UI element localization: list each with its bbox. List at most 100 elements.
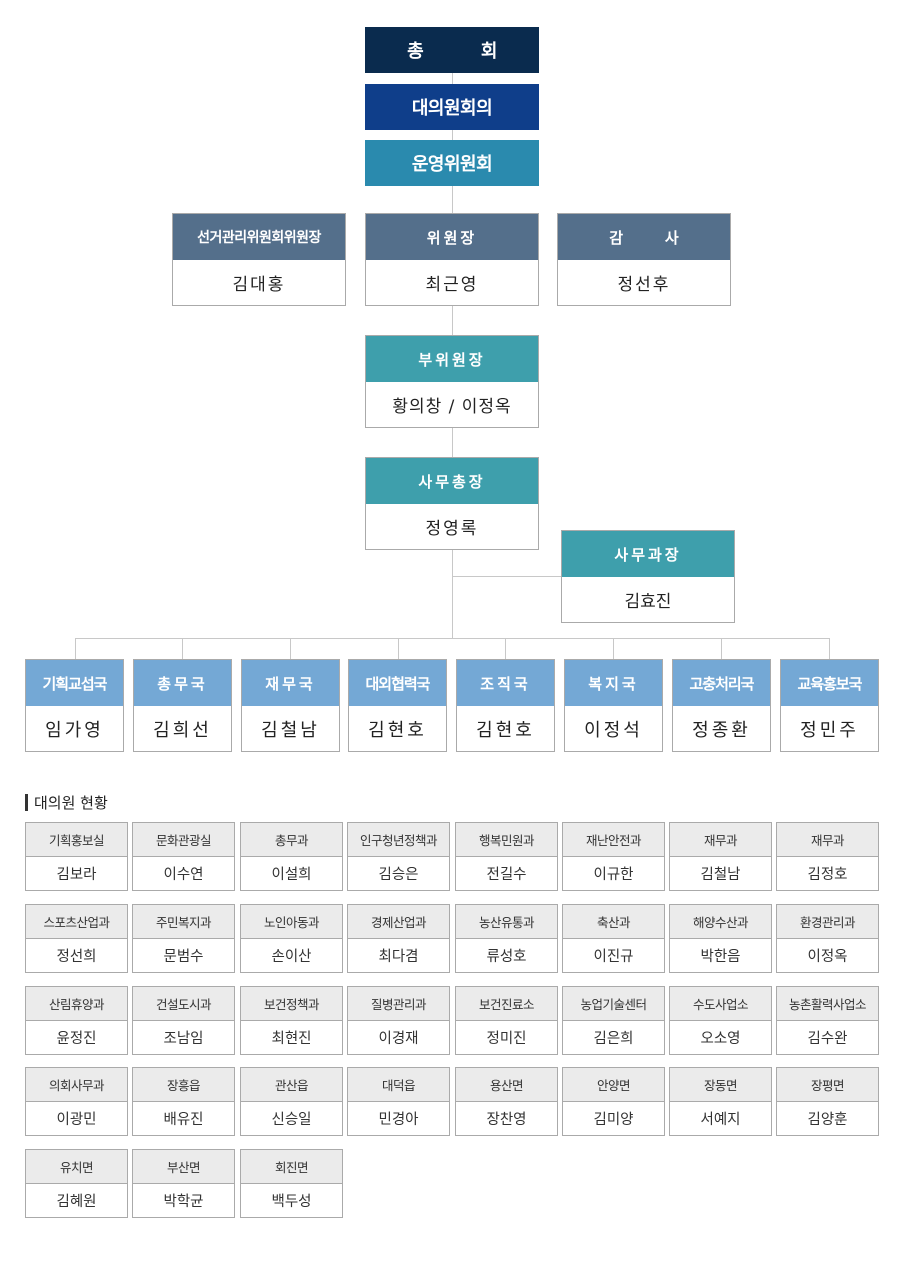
delegate-name: 김보라 — [56, 867, 97, 883]
card-title: 재무국 — [242, 660, 339, 706]
card-title: 감 사 — [558, 214, 730, 260]
delegate-name: 김미양 — [593, 1112, 634, 1128]
delegate-department: 농업기술센터 — [563, 987, 664, 1021]
delegate-department: 농산유통과 — [456, 905, 557, 939]
delegate-department: 보건진료소 — [456, 987, 557, 1021]
delegate-department: 기획홍보실 — [26, 823, 127, 857]
card-title: 기획교섭국 — [26, 660, 123, 706]
department-card: 고충처리국 정종환 — [672, 659, 771, 752]
secretary-general-card: 사무총장 정영록 — [365, 457, 539, 550]
delegate-department: 장흥읍 — [133, 1068, 234, 1102]
card-name: 김현호 — [368, 719, 427, 741]
delegate-name: 김정호 — [807, 867, 848, 883]
delegate-name: 백두성 — [271, 1194, 312, 1210]
card-title: 부위원장 — [366, 336, 538, 382]
connector-dept-6 — [613, 638, 614, 659]
delegate-department: 건설도시과 — [133, 987, 234, 1021]
delegate-name: 이진규 — [593, 949, 634, 965]
delegate-name: 손이산 — [271, 949, 312, 965]
department-card: 조직국 김현호 — [456, 659, 555, 752]
delegate-department: 용산면 — [456, 1068, 557, 1102]
delegate-name: 이광민 — [56, 1112, 97, 1128]
department-card: 복지국 이정석 — [564, 659, 663, 752]
delegates-meeting-box: 대의원회의 — [365, 84, 539, 130]
delegate-name: 윤정진 — [56, 1031, 97, 1047]
card-title: 대외협력국 — [349, 660, 446, 706]
delegate-name: 이규한 — [593, 867, 634, 883]
card-name: 정선후 — [617, 275, 671, 295]
delegate-department: 대덕읍 — [348, 1068, 449, 1102]
delegate-department: 회진면 — [241, 1150, 342, 1184]
connector-dept-5 — [505, 638, 506, 659]
card-title: 조직국 — [457, 660, 554, 706]
delegate-department: 수도사업소 — [670, 987, 771, 1021]
department-card: 총무국 김희선 — [133, 659, 232, 752]
card-name: 임가영 — [45, 719, 104, 741]
delegate-name: 김수완 — [807, 1031, 848, 1047]
card-name: 이정석 — [584, 719, 643, 741]
delegate-name: 이경재 — [378, 1031, 419, 1047]
delegate-department: 총무과 — [241, 823, 342, 857]
delegates-section-title: 대의원 현황 — [25, 792, 108, 813]
delegate-name: 김은희 — [593, 1031, 634, 1047]
card-title: 복지국 — [565, 660, 662, 706]
card-title: 총무국 — [134, 660, 231, 706]
delegate-department: 주민복지과 — [133, 905, 234, 939]
delegate-name: 서예지 — [700, 1112, 741, 1128]
card-title: 선거관리위원회위원장 — [173, 214, 345, 260]
delegate-department: 산림휴양과 — [26, 987, 127, 1021]
delegate-department: 해양수산과 — [670, 905, 771, 939]
card-name: 정영록 — [425, 519, 479, 539]
connector-dept-7 — [721, 638, 722, 659]
delegate-department: 노인아동과 — [241, 905, 342, 939]
election-committee-chair-card: 선거관리위원회위원장 김대홍 — [172, 213, 346, 306]
department-card: 대외협력국 김현호 — [348, 659, 447, 752]
card-title: 사무과장 — [562, 531, 734, 577]
card-name: 최근영 — [425, 275, 479, 295]
delegate-name: 박한음 — [700, 949, 741, 965]
connector-dept-1 — [75, 638, 76, 659]
delegate-department: 의회사무과 — [26, 1068, 127, 1102]
connector-dept-8 — [829, 638, 830, 659]
card-title: 사무총장 — [366, 458, 538, 504]
connector-secretary-to-manager — [452, 576, 562, 577]
delegate-name: 류성호 — [486, 949, 527, 965]
auditor-card: 감 사 정선후 — [557, 213, 731, 306]
delegate-department: 환경관리과 — [777, 905, 878, 939]
delegate-department: 스포츠산업과 — [26, 905, 127, 939]
delegate-department: 재무과 — [777, 823, 878, 857]
steering-committee-box: 운영위원회 — [365, 140, 539, 186]
title-bar-decoration — [25, 794, 28, 811]
delegate-department: 질병관리과 — [348, 987, 449, 1021]
delegate-department: 장평면 — [777, 1068, 878, 1102]
card-name: 황의창 / 이정옥 — [392, 397, 512, 417]
delegate-name: 이수연 — [163, 867, 204, 883]
card-name: 김철남 — [261, 719, 320, 741]
delegate-name: 오소영 — [700, 1031, 741, 1047]
delegate-department: 부산면 — [133, 1150, 234, 1184]
delegate-name: 김혜원 — [56, 1194, 97, 1210]
delegate-department: 유치면 — [26, 1150, 127, 1184]
